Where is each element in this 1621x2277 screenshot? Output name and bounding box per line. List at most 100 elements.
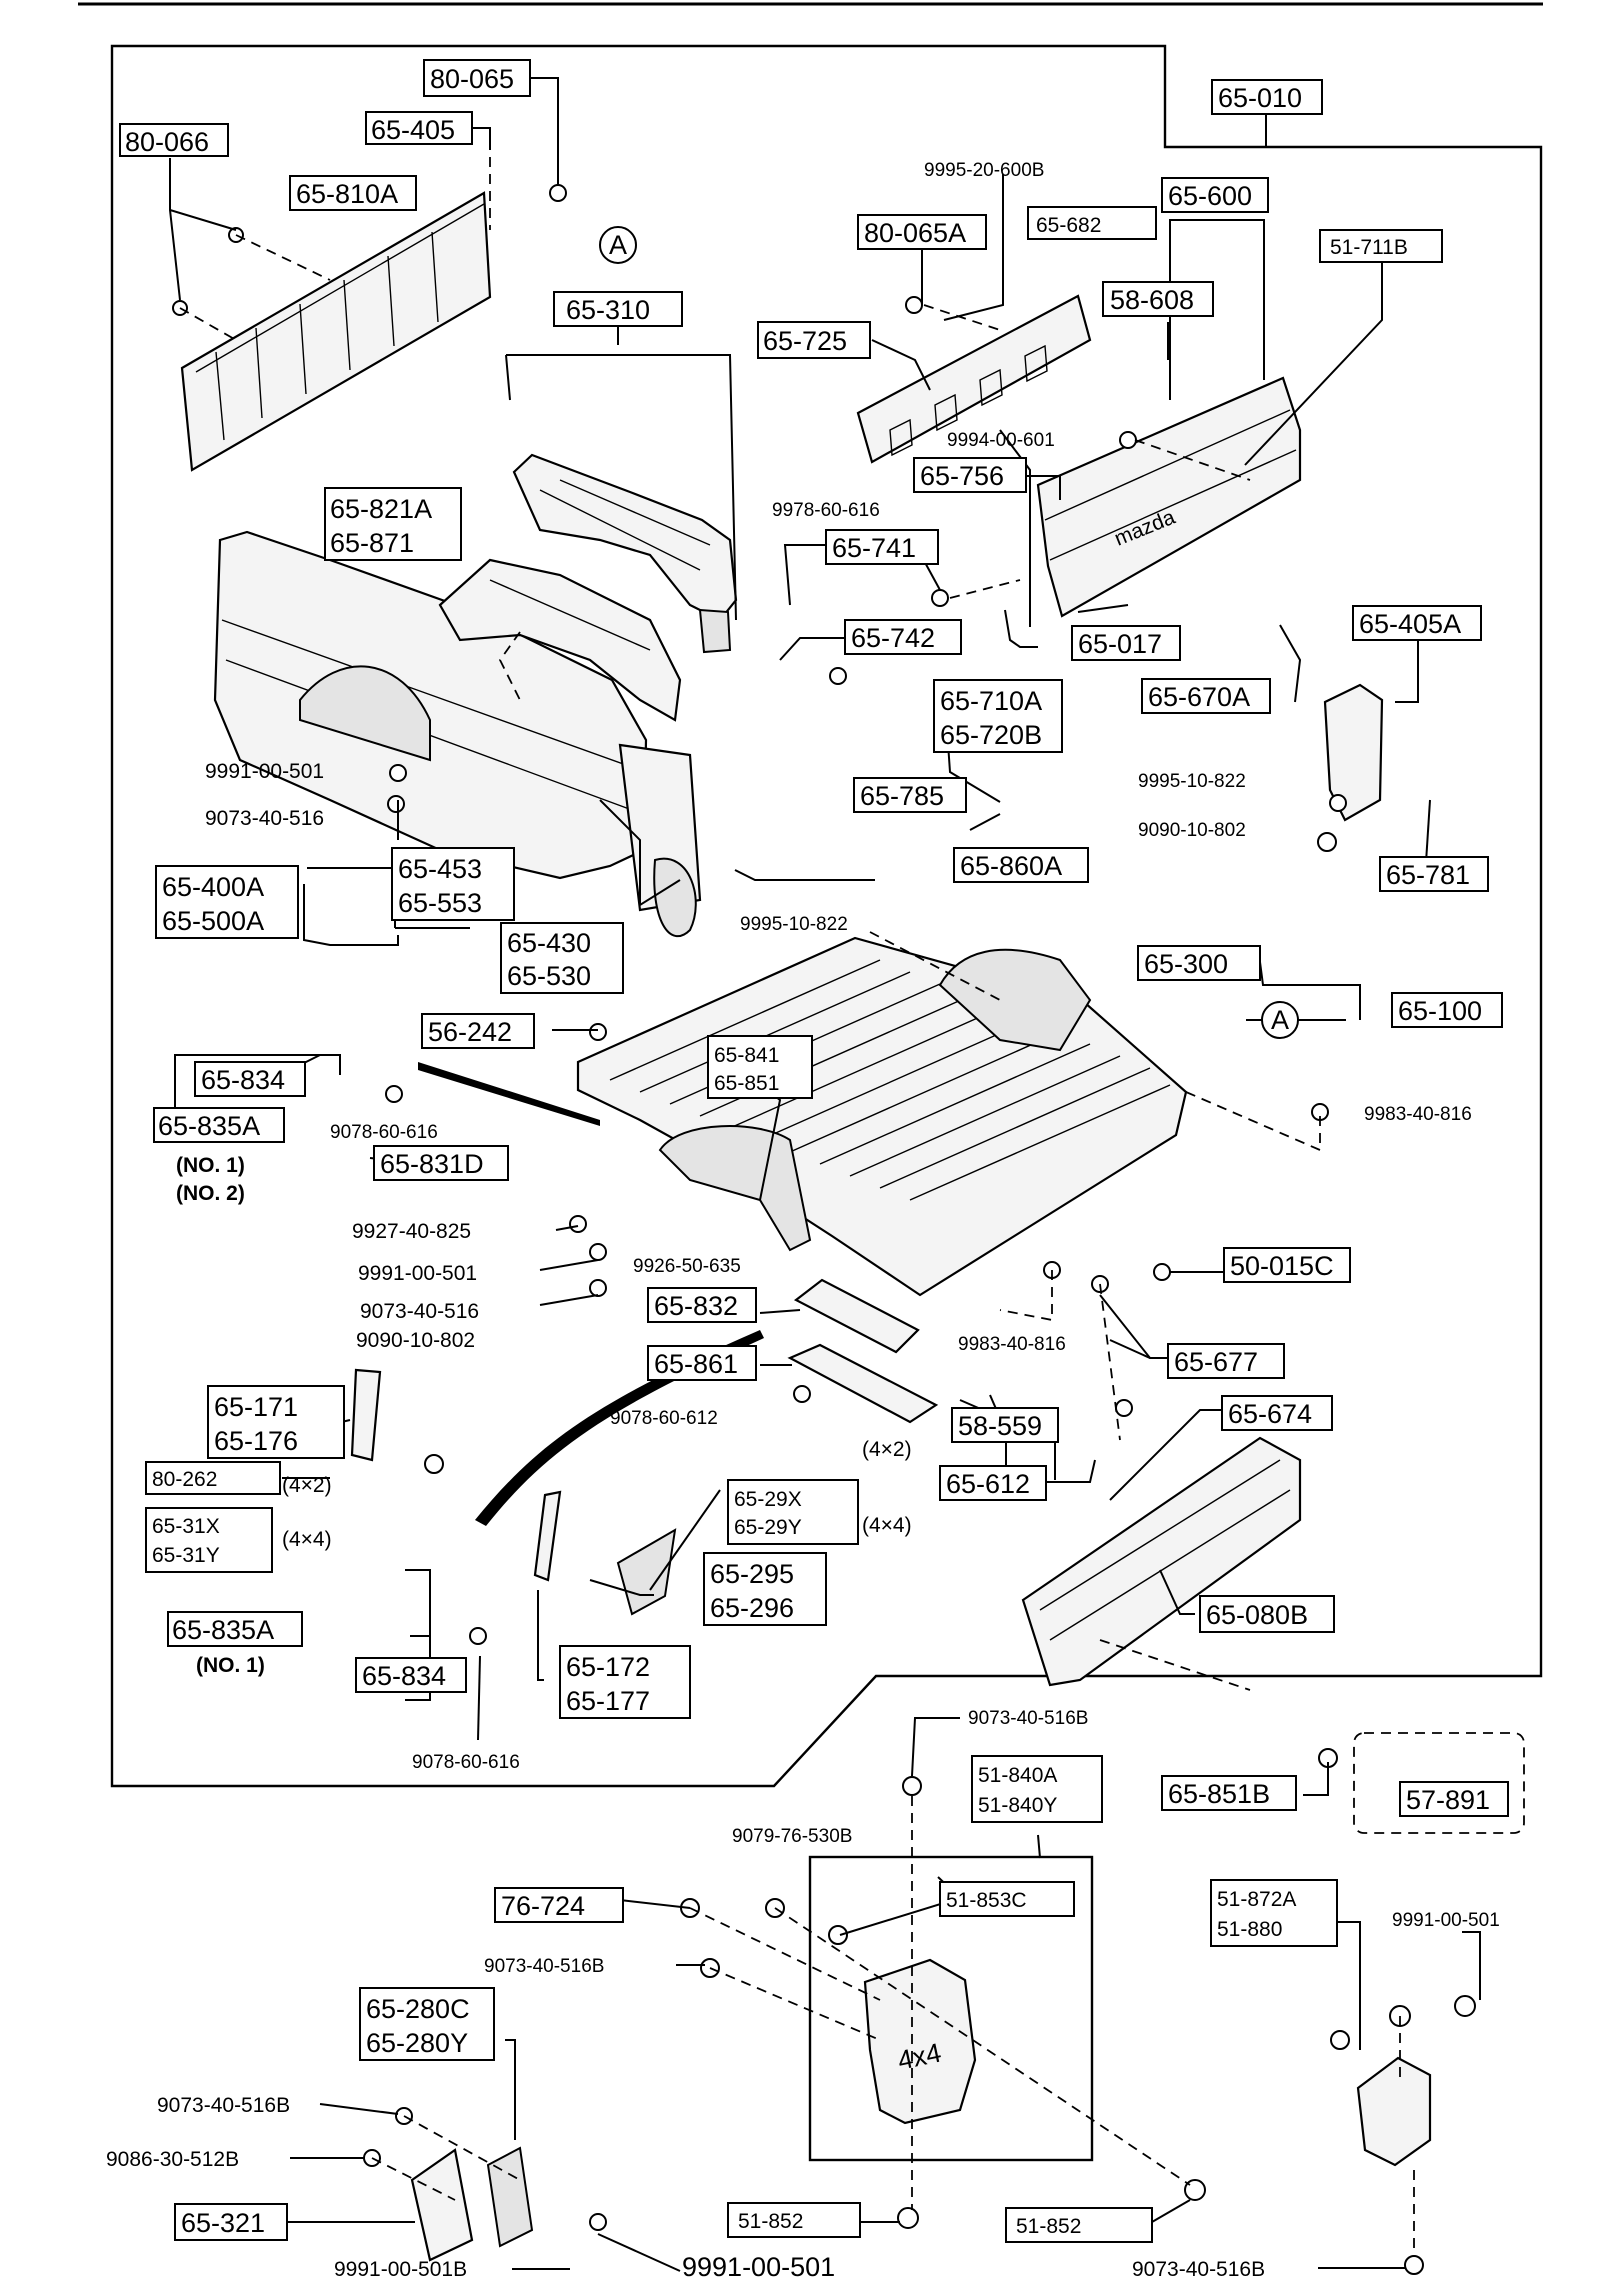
svg-text:65-834: 65-834 [362,1661,446,1691]
bolt-icon [902,1776,922,1796]
svg-text:65-725: 65-725 [763,326,847,356]
svg-text:65-553: 65-553 [398,888,482,918]
part-label: 65-834 [355,1657,467,1693]
svg-text:51-852: 51-852 [738,2210,803,2233]
svg-text:65-851B: 65-851B [1168,1779,1270,1809]
part-label: 51-711B [1319,229,1443,263]
bolt-icon [1115,1399,1133,1417]
callout-circle-icon [1261,1001,1299,1039]
svg-text:65-405A: 65-405A [1359,609,1461,639]
svg-text:65-310: 65-310 [566,295,650,325]
bolt-number: 9991-00-501B [334,2258,467,2277]
part-label: 65-860A [953,847,1089,883]
part-label: 50-015C [1223,1247,1351,1283]
bolt-icon [569,1215,587,1233]
inner-wheelhouse-part [512,453,738,654]
svg-text:56-242: 56-242 [428,1017,512,1047]
note-text: (NO. 1) [176,1154,245,1177]
callout-a-top: A [599,226,637,264]
part-label: 65-810A [289,175,417,211]
part-label: 65-835A [153,1107,285,1143]
svg-text:65-017: 65-017 [1078,629,1162,659]
mudflap-group-frame [808,1855,1094,2162]
note-text: (4×4) [282,1528,332,1551]
bolt-number: 9991-00-501 [205,760,324,783]
bolt-icon [589,2213,607,2231]
bolt-icon [829,667,847,685]
part-label: 65-851B [1161,1775,1297,1811]
svg-text:51-872A: 51-872A [1217,1888,1296,1911]
svg-text:65-600: 65-600 [1168,181,1252,211]
part-label: 65-682 [1027,206,1157,240]
svg-text:65-31Y: 65-31Y [152,1544,220,1567]
drive-notes: (NO. 1) (NO. 2) (4×2) (4×4) (4×2) (4×4) … [176,1154,912,1677]
svg-text:80-065: 80-065 [430,64,514,94]
part-label: 80-065 [423,59,531,97]
part-label: 65-080B [1199,1595,1335,1633]
bolt-number: 9078-60-616 [412,1752,520,1773]
part-label: 65-677 [1167,1343,1285,1379]
bolt-icon [589,1023,607,1041]
part-label: 65-172 65-177 [559,1645,691,1719]
svg-text:65-810A: 65-810A [296,179,398,209]
part-label: 65-832 [647,1287,757,1323]
bolt-icons [172,184,1476,2275]
bolt-number: 9073-40-516 [205,807,324,830]
inner-fender-part [438,558,682,722]
part-label: 65-831D [373,1145,509,1181]
header-board-part [180,191,492,472]
part-label: 65-741 [825,529,939,565]
bolt-number: 9078-60-612 [610,1408,718,1429]
bolt-number-labels: 9995-20-600B 9994-00-601 9978-60-616 999… [106,160,1500,2277]
section-frame [110,44,1543,1788]
svg-text:65-29Y: 65-29Y [734,1516,802,1539]
bolt-icon [1317,832,1337,852]
svg-text:65-710A: 65-710A [940,686,1042,716]
svg-text:65-430: 65-430 [507,928,591,958]
svg-text:65-453: 65-453 [398,854,482,884]
svg-text:65-296: 65-296 [710,1593,794,1623]
svg-text:65-860A: 65-860A [960,851,1062,881]
bolt-number: 9073-40-516B [968,1708,1088,1729]
part-label: 80-262 [145,1461,281,1495]
part-label: 65-670A [1141,678,1271,714]
svg-text:65-172: 65-172 [566,1652,650,1682]
part-label: 65-310 [553,291,683,327]
bolt-number: 9090-10-802 [1138,820,1246,841]
svg-text:65-682: 65-682 [1036,214,1101,237]
note-text: (4×2) [862,1438,912,1461]
svg-text:51-711B: 51-711B [1330,236,1408,259]
bolt-number: 9073-40-516 [360,1300,479,1323]
svg-text:80-262: 80-262 [152,1468,217,1491]
bolt-icon [1330,2030,1350,2050]
svg-text:65-677: 65-677 [1174,1347,1258,1377]
bolt-icon [1119,431,1137,449]
part-label: 65-785 [853,777,967,813]
bolt-icon [793,1385,811,1403]
svg-text:65-300: 65-300 [1144,949,1228,979]
svg-text:65-31X: 65-31X [152,1515,220,1538]
svg-text:65-530: 65-530 [507,961,591,991]
part-label: 80-066 [119,123,229,157]
side-panel-part [213,530,702,937]
svg-text:65-832: 65-832 [654,1291,738,1321]
bolt-icon [897,2207,919,2229]
rear-bracket-part [410,2146,534,2262]
bolt-number: 9995-10-822 [740,914,848,935]
svg-text:65-500A: 65-500A [162,906,264,936]
callout-circle-icon [599,226,637,264]
bolt-icon [1404,2255,1424,2275]
part-label: 65-31X 65-31Y [145,1507,273,1573]
svg-text:65-670A: 65-670A [1148,682,1250,712]
svg-text:57-891: 57-891 [1406,1785,1490,1815]
svg-text:65-781: 65-781 [1386,860,1470,890]
bolt-number: 9079-76-530B [732,1826,852,1847]
svg-text:65-177: 65-177 [566,1686,650,1716]
svg-text:65-405: 65-405 [371,115,455,145]
bolt-icon [385,1085,403,1103]
svg-text:65-785: 65-785 [860,781,944,811]
bolt-number: 9927-40-825 [352,1220,471,1243]
